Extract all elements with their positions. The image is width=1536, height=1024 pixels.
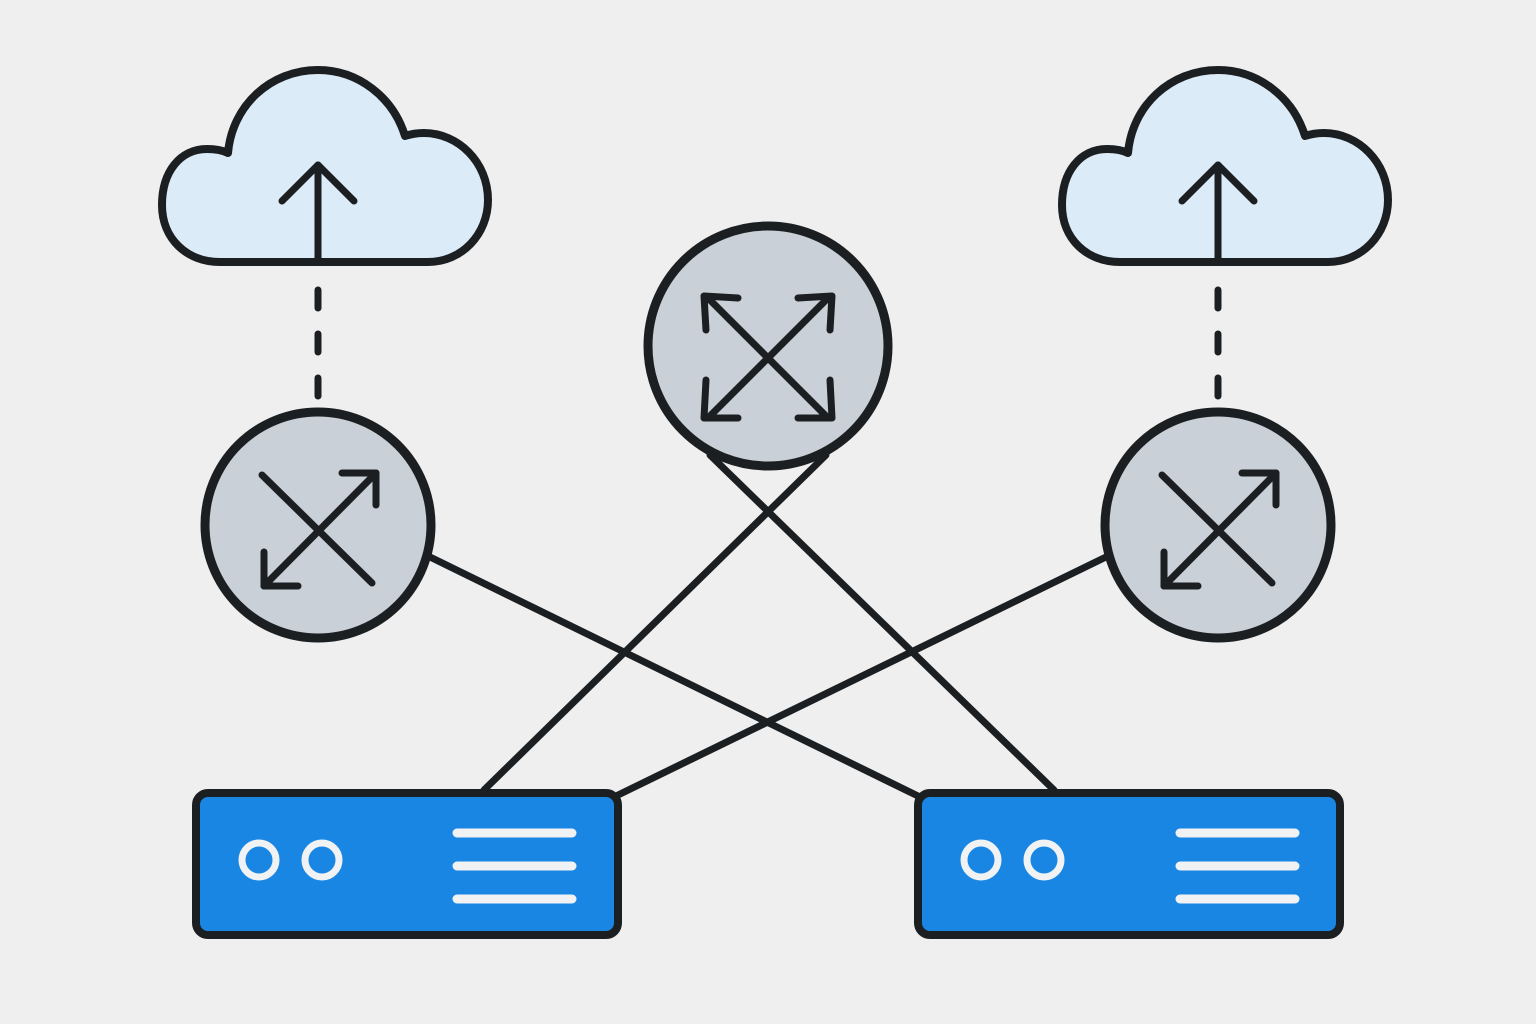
router-right bbox=[1100, 407, 1336, 643]
link-router-center-to-server-left bbox=[480, 451, 830, 794]
cloud-right bbox=[1058, 66, 1392, 266]
router-right-shape bbox=[1100, 407, 1336, 643]
cloud-left-shape bbox=[158, 66, 492, 266]
status-light-icon bbox=[238, 839, 280, 881]
status-light-icon bbox=[301, 839, 343, 881]
crossed-arrows-icon bbox=[1158, 469, 1280, 590]
link-router-left-to-server-right bbox=[424, 552, 924, 801]
status-light-icon bbox=[1023, 839, 1065, 881]
server-right bbox=[914, 789, 1344, 939]
router-center-shape bbox=[643, 221, 893, 471]
connections bbox=[314, 286, 1222, 801]
link-router-right-to-server-left bbox=[610, 552, 1112, 801]
router-left bbox=[200, 407, 436, 643]
vent-lines-icon bbox=[1175, 828, 1300, 904]
cloud-left bbox=[158, 66, 492, 266]
rack-server-icon bbox=[960, 828, 1300, 904]
router-center bbox=[643, 221, 893, 471]
expand-arrows-icon bbox=[700, 292, 836, 422]
cloud-right-shape bbox=[1058, 66, 1392, 266]
router-left-shape bbox=[200, 407, 436, 643]
link-router-center-to-server-right bbox=[706, 451, 1058, 794]
vent-lines-icon bbox=[452, 828, 577, 904]
server-left bbox=[192, 789, 622, 939]
rack-server-icon bbox=[238, 828, 577, 904]
crossed-arrows-icon bbox=[258, 469, 380, 590]
status-light-icon bbox=[960, 839, 1002, 881]
